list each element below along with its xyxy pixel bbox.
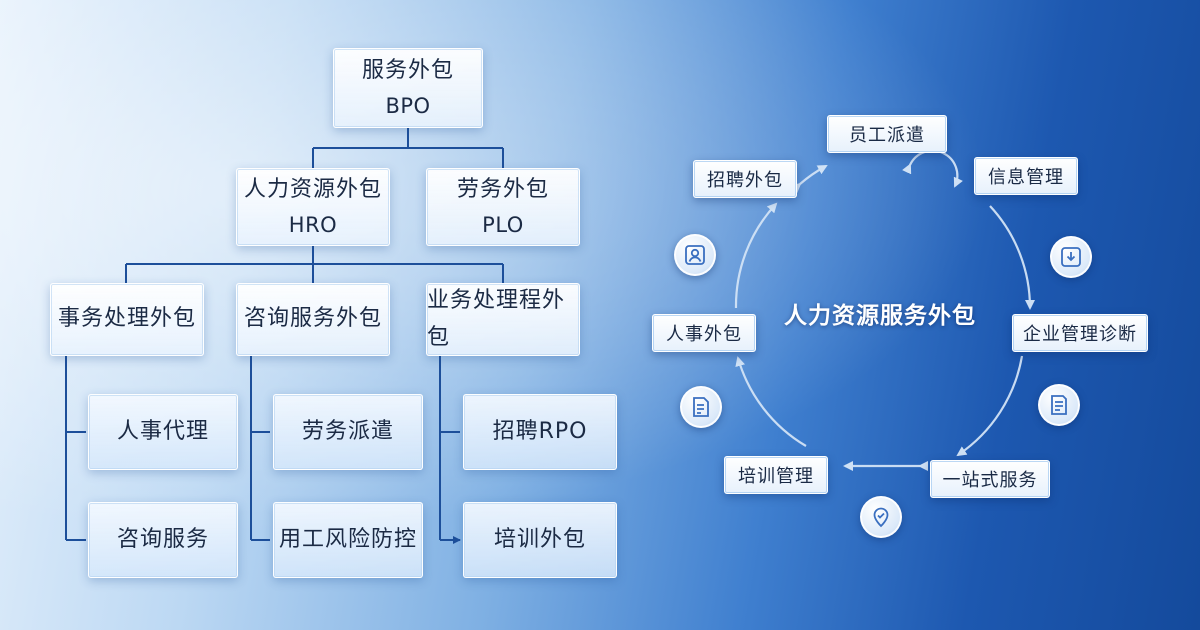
category-label: 事务处理外包 xyxy=(57,306,196,332)
download-icon xyxy=(1050,236,1092,278)
leaf-node: 劳务派遣 xyxy=(273,394,423,470)
hro-code: HRO xyxy=(288,212,338,237)
leaf-node: 人事代理 xyxy=(88,394,238,470)
cycle-node: 招聘外包 xyxy=(693,160,797,198)
document-list-icon xyxy=(1038,384,1080,426)
hro-label: 人力资源外包 xyxy=(243,176,382,202)
category-node: 事务处理外包 xyxy=(50,283,204,356)
node-hro: 人力资源外包 HRO xyxy=(236,168,390,246)
cycle-center-title: 人力资源服务外包 xyxy=(784,303,976,329)
leaf-node: 用工风险防控 xyxy=(273,502,423,578)
plo-label: 劳务外包 xyxy=(456,176,549,202)
cycle-ring xyxy=(734,149,1035,471)
form-document-icon xyxy=(680,386,722,428)
leaf-label: 人事代理 xyxy=(116,418,209,444)
cycle-node: 员工派遣 xyxy=(827,115,947,153)
cycle-node: 信息管理 xyxy=(974,157,1078,195)
category-node: 业务处理程外包 xyxy=(426,283,580,356)
leaf-node: 咨询服务 xyxy=(88,502,238,578)
leaf-label: 劳务派遣 xyxy=(301,418,394,444)
category-label: 咨询服务外包 xyxy=(243,306,382,332)
user-id-icon xyxy=(674,234,716,276)
plo-code: PLO xyxy=(482,212,524,237)
category-node: 咨询服务外包 xyxy=(236,283,390,356)
root-label: 服务外包 xyxy=(361,57,454,83)
category-label: 业务处理程外包 xyxy=(427,288,566,350)
cycle-node: 人事外包 xyxy=(652,314,756,352)
cycle-node: 企业管理诊断 xyxy=(1012,314,1148,352)
leaf-label: 培训外包 xyxy=(493,526,586,552)
leaf-label: 咨询服务 xyxy=(116,526,209,552)
cycle-node: 一站式服务 xyxy=(930,460,1050,498)
leaf-node: 培训外包 xyxy=(463,502,617,578)
leaf-label: 招聘RPO xyxy=(492,418,588,444)
tree-connectors xyxy=(65,128,504,540)
leaf-label: 用工风险防控 xyxy=(278,526,417,552)
root-code: BPO xyxy=(385,93,431,118)
cycle-node: 培训管理 xyxy=(724,456,828,494)
location-pin-icon xyxy=(860,496,902,538)
root-node-bpo: 服务外包 BPO xyxy=(333,48,483,128)
leaf-node: 招聘RPO xyxy=(463,394,617,470)
node-plo: 劳务外包 PLO xyxy=(426,168,580,246)
